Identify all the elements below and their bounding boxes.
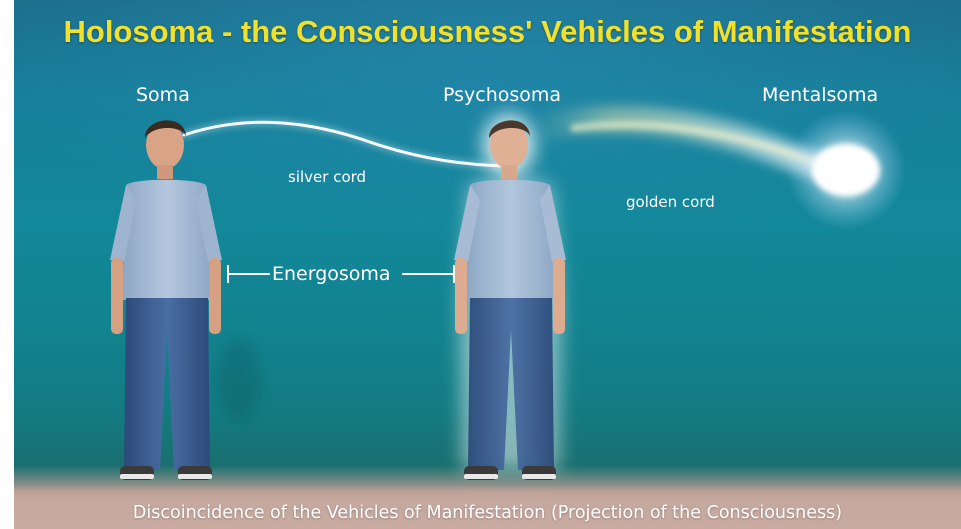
mentalsoma-orb [784, 110, 909, 230]
golden-cord-label: golden cord [626, 193, 715, 211]
diagram-panel: Holosoma - the Consciousness' Vehicles o… [14, 0, 961, 529]
soma-figure [110, 120, 222, 480]
energosoma-label: Energosoma [272, 263, 391, 285]
diagram-caption: Discoincidence of the Vehicles of Manife… [14, 503, 961, 523]
silver-cord-label: silver cord [288, 168, 366, 186]
soma-label: Soma [136, 84, 190, 106]
psychosoma-label: Psychosoma [443, 84, 561, 106]
figure-shadow [217, 340, 261, 420]
mentalsoma-label: Mentalsoma [762, 84, 878, 106]
psychosoma-figure [454, 114, 566, 480]
diagram-artwork [14, 0, 961, 529]
diagram-title: Holosoma - the Consciousness' Vehicles o… [14, 14, 961, 50]
